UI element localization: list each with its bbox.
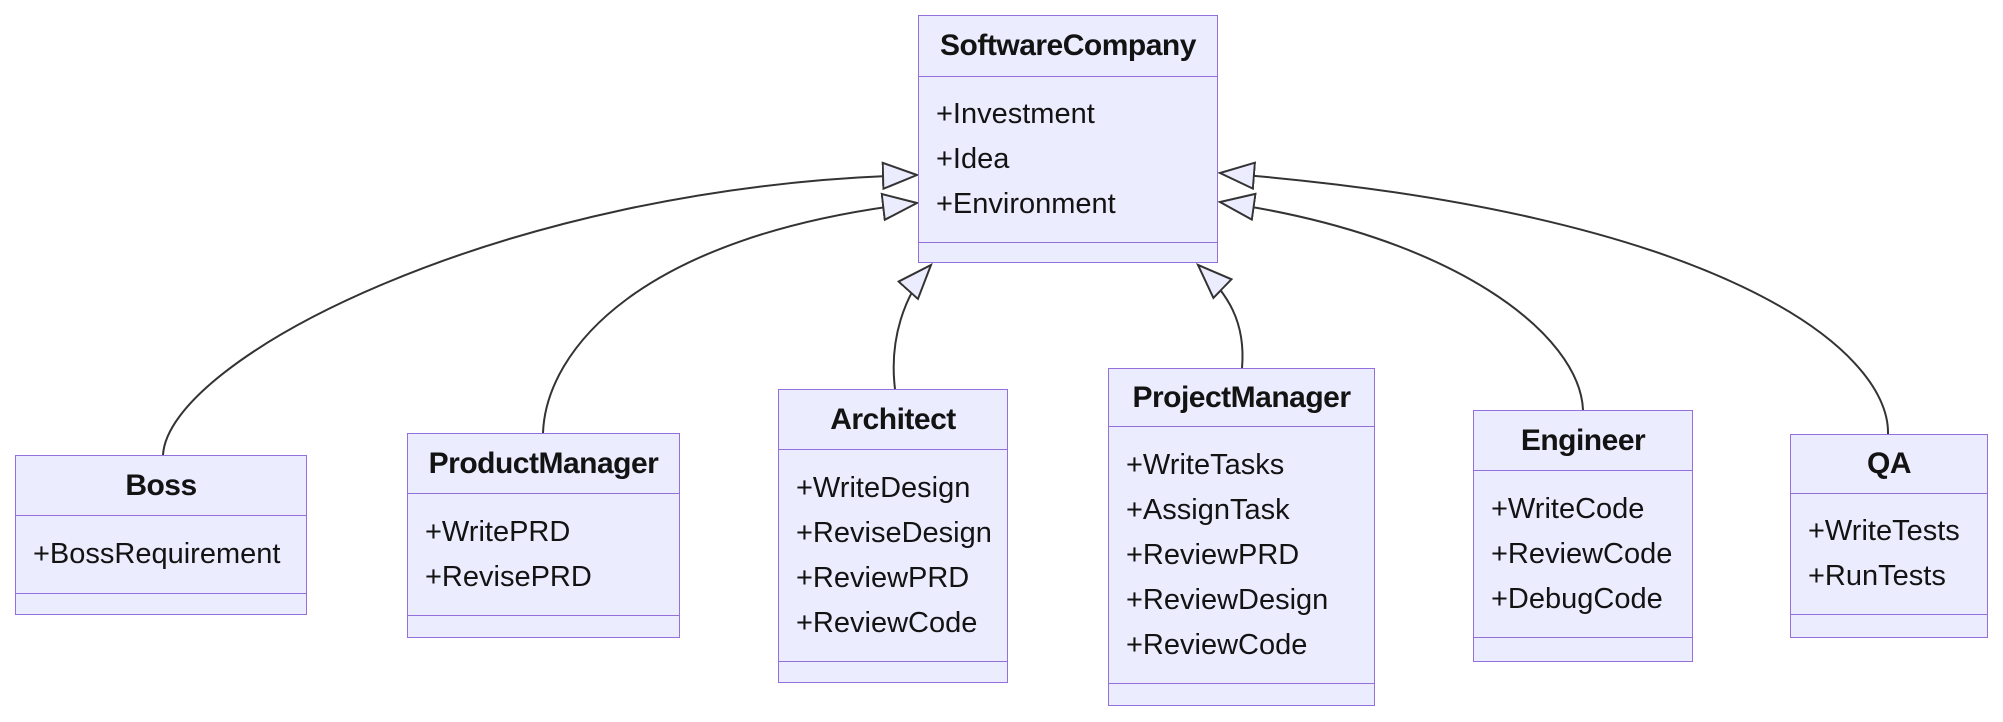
class-attribute: +Environment bbox=[936, 188, 1116, 220]
class-attribute: +DebugCode bbox=[1491, 582, 1663, 615]
class-methods-empty bbox=[919, 243, 1217, 262]
class-attributes-qa: +WriteTests +RunTests bbox=[1791, 494, 1987, 615]
class-methods-empty bbox=[408, 616, 679, 637]
class-title-softwarecompany: SoftwareCompany bbox=[919, 16, 1217, 77]
class-methods-empty bbox=[16, 594, 306, 614]
class-attribute: +ReviewPRD bbox=[1126, 538, 1300, 571]
inheritance-edge-engineer-to-softwarecompany bbox=[1217, 192, 1584, 411]
class-title-projectmanager: ProjectManager bbox=[1109, 369, 1374, 427]
class-node-architect: Architect +WriteDesign +ReviseDesign +Re… bbox=[778, 389, 1008, 683]
class-attributes-engineer: +WriteCode +ReviewCode +DebugCode bbox=[1474, 471, 1692, 638]
class-attribute: +WriteCode bbox=[1491, 492, 1645, 525]
class-attribute: +Idea bbox=[936, 143, 1010, 175]
class-title-qa: QA bbox=[1791, 435, 1987, 494]
class-attribute: +ReviewCode bbox=[1491, 537, 1673, 570]
inheritance-edge-boss-to-softwarecompany bbox=[162, 161, 920, 456]
class-attribute: +ReviewPRD bbox=[796, 561, 970, 594]
class-node-softwarecompany: SoftwareCompany +Investment +Idea +Envir… bbox=[918, 15, 1218, 263]
class-node-productmanager: ProductManager +WritePRD +RevisePRD bbox=[407, 433, 680, 638]
class-title-architect: Architect bbox=[779, 390, 1007, 450]
class-attribute: +WriteTests bbox=[1808, 515, 1960, 547]
class-attribute: +ReviewCode bbox=[1126, 628, 1308, 661]
class-attributes-productmanager: +WritePRD +RevisePRD bbox=[408, 494, 679, 616]
class-attribute: +ReviewCode bbox=[796, 606, 978, 639]
class-node-projectmanager: ProjectManager +WriteTasks +AssignTask +… bbox=[1108, 368, 1375, 706]
class-attribute: +WriteDesign bbox=[796, 471, 971, 504]
class-methods-empty bbox=[1791, 615, 1987, 637]
class-attribute: +WriteTasks bbox=[1126, 448, 1285, 481]
class-attribute: +WritePRD bbox=[425, 515, 571, 548]
class-attributes-architect: +WriteDesign +ReviseDesign +ReviewPRD +R… bbox=[779, 450, 1007, 662]
class-methods-empty bbox=[779, 662, 1007, 682]
class-title-engineer: Engineer bbox=[1474, 411, 1692, 471]
class-node-boss: Boss +BossRequirement bbox=[15, 455, 307, 615]
inheritance-edge-productmanager-to-softwarecompany bbox=[542, 192, 920, 434]
class-attributes-boss: +BossRequirement bbox=[16, 516, 306, 594]
class-methods-empty bbox=[1474, 638, 1692, 661]
class-node-qa: QA +WriteTests +RunTests bbox=[1790, 434, 1988, 638]
inheritance-edge-projectmanager-to-softwarecompany bbox=[1195, 263, 1244, 369]
class-attribute: +RevisePRD bbox=[425, 560, 592, 593]
inheritance-edge-qa-to-softwarecompany bbox=[1217, 161, 1890, 435]
class-attributes-projectmanager: +WriteTasks +AssignTask +ReviewPRD +Revi… bbox=[1109, 427, 1374, 684]
class-title-boss: Boss bbox=[16, 456, 306, 516]
class-attribute: +RunTests bbox=[1808, 560, 1946, 592]
class-attribute: +BossRequirement bbox=[33, 538, 281, 570]
inheritance-edge-architect-to-softwarecompany bbox=[892, 262, 933, 390]
class-attribute: +AssignTask bbox=[1126, 493, 1290, 526]
class-attribute: +ReviseDesign bbox=[796, 516, 992, 549]
class-methods-empty bbox=[1109, 684, 1374, 705]
class-title-productmanager: ProductManager bbox=[408, 434, 679, 494]
class-attribute: +ReviewDesign bbox=[1126, 583, 1329, 616]
class-attribute: +Investment bbox=[936, 98, 1095, 130]
class-node-engineer: Engineer +WriteCode +ReviewCode +DebugCo… bbox=[1473, 410, 1693, 662]
class-attributes-softwarecompany: +Investment +Idea +Environment bbox=[919, 77, 1217, 243]
